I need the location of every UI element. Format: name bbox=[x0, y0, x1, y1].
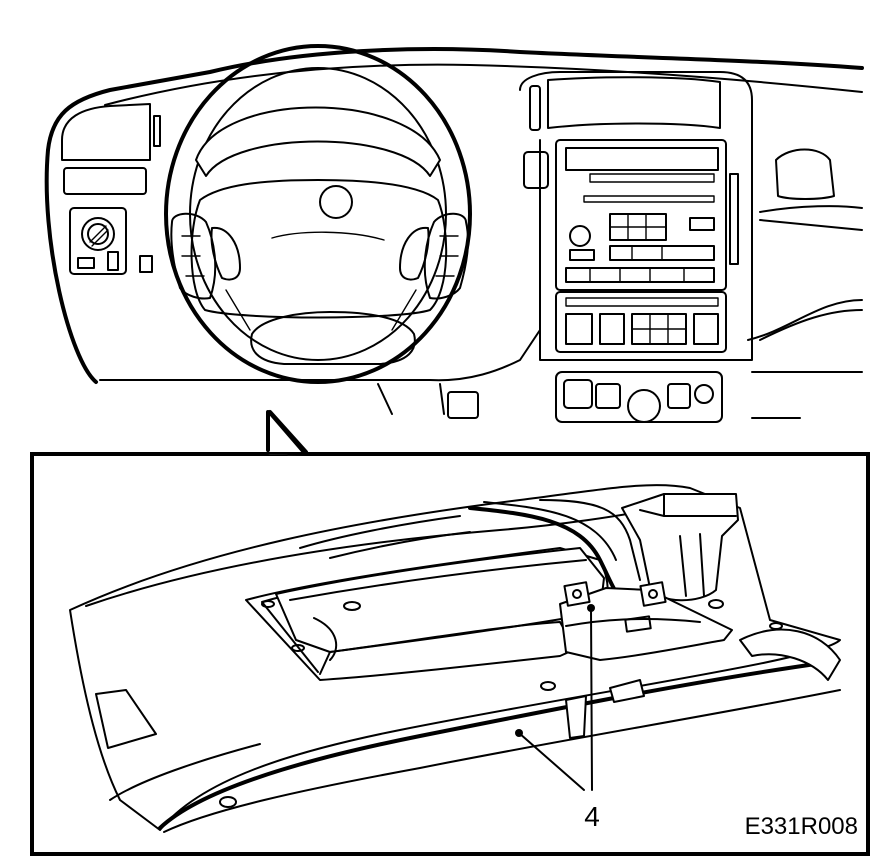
control-module-side bbox=[313, 617, 338, 661]
connector-bracket bbox=[559, 587, 733, 661]
panel-front-lip bbox=[158, 660, 832, 830]
right-spoke-controls bbox=[423, 212, 469, 300]
panel-screw-3 bbox=[708, 599, 724, 609]
left-spoke-controls bbox=[170, 212, 217, 300]
dashboard-upper-ridge bbox=[104, 63, 863, 106]
left-small-button-3 bbox=[139, 255, 153, 273]
lower-button-left bbox=[563, 379, 593, 409]
hazard-button bbox=[523, 151, 549, 189]
panel-screw-1 bbox=[219, 796, 237, 808]
radio-unit bbox=[555, 139, 727, 291]
dashboard-overview bbox=[44, 44, 864, 457]
lower-button-mid bbox=[595, 383, 621, 409]
wiring-harness-2 bbox=[483, 501, 617, 561]
light-switch-panel bbox=[69, 207, 127, 275]
radio-display bbox=[565, 147, 719, 171]
right-grip-pad bbox=[399, 226, 430, 281]
cigarette-lighter-knob bbox=[627, 389, 661, 423]
left-vent bbox=[63, 167, 147, 195]
steering-lower-spoke bbox=[250, 311, 416, 365]
light-switch-knob bbox=[81, 217, 115, 251]
radio-button-row-dividers bbox=[589, 245, 685, 283]
lower-button-right bbox=[667, 383, 691, 409]
spoke-link-right bbox=[391, 289, 417, 331]
climate-button-3 bbox=[693, 313, 719, 345]
centre-vent-slot-left bbox=[529, 85, 541, 131]
panel-top-surface bbox=[299, 515, 471, 559]
steering-hub-emblem bbox=[319, 185, 353, 219]
wiring-harness-1 bbox=[468, 506, 618, 594]
lower-round-button bbox=[694, 384, 714, 404]
callout-number: 4 bbox=[584, 801, 600, 832]
centre-vent-grille bbox=[547, 76, 721, 129]
light-switch-grip bbox=[89, 225, 109, 247]
radio-button-right bbox=[689, 217, 715, 231]
panel-screw-2 bbox=[540, 681, 556, 691]
steering-wheel-rim-outer bbox=[164, 44, 472, 384]
detail-inset: 4 E331R008 bbox=[30, 410, 870, 856]
radio-button-row-3 bbox=[565, 267, 715, 283]
dashboard-right-lower bbox=[747, 299, 863, 341]
climate-button-2 bbox=[599, 313, 625, 345]
module-mount-hole-2 bbox=[291, 644, 305, 652]
connector-screw-right bbox=[648, 589, 658, 599]
connector-block-right bbox=[639, 581, 667, 607]
climate-button-1 bbox=[565, 313, 593, 345]
radio-preset-grid-lines bbox=[609, 213, 667, 241]
radio-small-button-left bbox=[569, 249, 595, 261]
centre-console-outline bbox=[519, 71, 753, 361]
inset-pointer-join bbox=[268, 454, 306, 456]
left-spoke-buttons bbox=[181, 235, 205, 277]
steering-column bbox=[377, 383, 445, 415]
console-right-strip bbox=[729, 173, 739, 265]
climate-slot bbox=[565, 297, 719, 307]
connector-block-left bbox=[563, 581, 591, 607]
left-grip-pad bbox=[210, 226, 241, 281]
right-vent bbox=[775, 148, 835, 200]
pedal-block bbox=[447, 391, 479, 419]
dashboard-right-line bbox=[759, 205, 863, 213]
connector-screw-left bbox=[572, 589, 582, 599]
air-duct-side bbox=[679, 533, 705, 597]
radio-buttons-row-1 bbox=[589, 173, 715, 183]
steering-wheel-upper-spoke bbox=[195, 106, 441, 177]
climate-panel bbox=[555, 291, 727, 353]
left-small-button-2 bbox=[107, 251, 119, 271]
left-slot-vertical bbox=[153, 115, 161, 147]
inset-pointer-edges bbox=[266, 410, 308, 454]
radio-volume-knob bbox=[569, 225, 591, 247]
left-cluster-housing bbox=[61, 103, 151, 161]
right-spoke-buttons bbox=[435, 235, 459, 277]
left-small-button-1 bbox=[77, 257, 95, 269]
bracket-edge bbox=[565, 618, 701, 627]
panel-screw-4 bbox=[769, 622, 783, 630]
panel-lower-skirt bbox=[109, 743, 261, 801]
steering-wheel bbox=[164, 44, 472, 384]
lower-dash-right bbox=[751, 371, 863, 419]
panel-front-edge bbox=[163, 689, 841, 833]
control-module-front bbox=[319, 621, 571, 675]
dashboard-outline bbox=[44, 47, 864, 384]
module-mount-hole-1 bbox=[343, 601, 361, 611]
bracket-slot bbox=[624, 615, 652, 633]
dashboard-lower-edge bbox=[99, 329, 541, 382]
climate-grid-lines bbox=[631, 313, 687, 345]
figure-code: E331R008 bbox=[745, 813, 858, 840]
panel-cutout-left bbox=[95, 689, 157, 749]
wiring-harness-3 bbox=[539, 499, 641, 581]
module-mount-hole-3 bbox=[261, 600, 275, 608]
radio-slot bbox=[583, 195, 715, 203]
steering-hub-seam bbox=[271, 231, 385, 241]
callout-leader-lower bbox=[518, 732, 585, 791]
callout-leader-upper bbox=[590, 607, 593, 791]
right-dash-panel bbox=[759, 219, 863, 341]
centre-console bbox=[519, 71, 753, 423]
air-duct-top bbox=[639, 493, 737, 517]
panel-clip bbox=[565, 695, 587, 739]
panel-clip-right bbox=[609, 679, 645, 703]
control-module-top-edge bbox=[289, 559, 587, 601]
light-switch-knob-inner bbox=[87, 223, 109, 245]
spoke-link-left bbox=[225, 289, 251, 331]
